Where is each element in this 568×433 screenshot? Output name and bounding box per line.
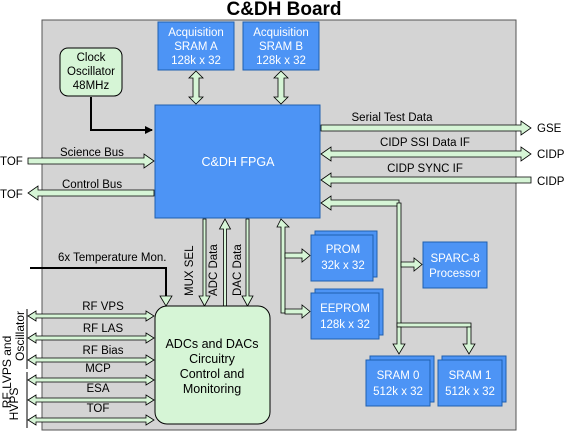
tof-signal-label: TOF — [87, 403, 110, 415]
mcp-signal: MCP — [27, 363, 155, 386]
adc-dac-line1: ADCs and DACs — [165, 337, 258, 351]
control-bus-arrow — [27, 185, 155, 201]
to-eeprom-arrow — [284, 304, 311, 319]
sram1-line2: 512k x 32 — [445, 386, 495, 398]
clock-line1: Clock — [77, 52, 106, 64]
acq-sram-b-line1: Acquisition — [253, 27, 309, 39]
acq-sram-a-line3: 128k x 32 — [171, 55, 221, 67]
esa-signal: ESA — [27, 383, 155, 406]
sram1-line1: SRAM 1 — [449, 370, 492, 382]
mcp-label: MCP — [85, 363, 111, 375]
rf-las-signal: RF LAS — [27, 323, 155, 344]
fpga-label: C&DH FPGA — [202, 155, 276, 169]
acq-sram-b-block: Acquisition SRAM B 128k x 32 — [242, 21, 320, 71]
fpga-block: C&DH FPGA — [154, 104, 321, 219]
acq-sram-b-line3: 128k x 32 — [256, 55, 306, 67]
cidp-ssi-external: CIDP — [537, 149, 565, 161]
adc-dac-line4: Monitoring — [183, 382, 241, 396]
oscillator-side-label: Oscillator — [13, 311, 27, 361]
acq-a-fpga-arrow — [188, 70, 204, 105]
gse-label: GSE — [537, 123, 562, 135]
serial-test-data-label: Serial Test Data — [352, 112, 434, 124]
dac-data-label: DAC Data — [232, 244, 244, 296]
clock-line2: Oscillator — [67, 66, 115, 78]
to-prom-arrow — [284, 248, 311, 263]
bus-to-sparc-arrow — [400, 257, 423, 272]
adc-dac-line3: Control and — [180, 367, 245, 381]
adc-dac-block: ADCs and DACs Circuitry Control and Moni… — [154, 305, 271, 425]
rf-lvps-label: RF LVPS and — [0, 336, 14, 408]
sram1-block: SRAM 1 512k x 32 — [437, 355, 507, 407]
eeprom-block: EEPROM 128k x 32 — [310, 288, 384, 340]
tof-signal: TOF — [27, 403, 155, 426]
clock-to-fpga-arrow — [90, 97, 153, 134]
cidp-ssi-arrow — [320, 146, 532, 162]
cidp-sync-external: CIDP — [537, 176, 565, 188]
sparc-line1: SPARC-8 — [431, 253, 480, 265]
cidp-sync-label: CIDP SYNC IF — [387, 163, 463, 175]
sparc-block: SPARC-8 Processor — [422, 241, 488, 289]
rf-vps-signal: RF VPS — [27, 301, 155, 322]
sram0-block: SRAM 0 512k x 32 — [365, 355, 435, 407]
adc-data-label: ADC Data — [208, 244, 220, 296]
clock-oscillator-block: Clock Oscillator 48MHz — [59, 47, 123, 97]
rf-vps-label: RF VPS — [82, 301, 124, 313]
temperature-label: 6x Temperature Mon. — [58, 252, 166, 264]
bus-to-sram0-arrow — [392, 326, 406, 355]
clock-line3: 48MHz — [73, 80, 110, 92]
bus-trunk-vertical — [396, 202, 402, 327]
acq-sram-a-block: Acquisition SRAM A 128k x 32 — [157, 21, 235, 71]
rf-las-label: RF LAS — [83, 323, 124, 335]
eeprom-line2: 128k x 32 — [320, 319, 370, 331]
fpga-to-mem-trunk — [276, 218, 290, 314]
acq-sram-a-line1: Acquisition — [168, 27, 224, 39]
board-title: C&DH Board — [226, 0, 341, 20]
sram0-line2: 512k x 32 — [373, 386, 423, 398]
hvps-label: HVPS — [7, 388, 21, 421]
bus-to-sram1-arrow — [462, 326, 476, 355]
cidp-sync-arrow — [320, 172, 532, 188]
tof-in-label: TOF — [0, 156, 23, 168]
rf-bias-label: RF Bias — [83, 345, 124, 357]
adc-dac-line2: Circuitry — [189, 352, 236, 366]
esa-label: ESA — [86, 383, 109, 395]
temperature-line — [30, 267, 167, 296]
tof-out-label: TOF — [0, 189, 23, 201]
acq-b-fpga-arrow — [273, 70, 289, 105]
eeprom-line1: EEPROM — [320, 303, 370, 315]
sparc-line2: Processor — [429, 268, 481, 280]
prom-line1: PROM — [326, 244, 361, 256]
serial-test-data-arrow — [320, 120, 532, 136]
mux-sel-arrow — [198, 218, 211, 307]
rf-bias-signal: RF Bias — [27, 345, 155, 366]
temperature-arrowhead — [159, 295, 173, 307]
mux-sel-label: MUX SEL — [184, 245, 196, 296]
bus-trunk-horizontal — [396, 322, 472, 328]
dac-data-arrow — [241, 218, 254, 307]
prom-block: PROM 32k x 32 — [310, 230, 378, 282]
control-bus-label: Control Bus — [62, 179, 122, 191]
acq-sram-b-line2: SRAM B — [259, 41, 303, 53]
science-bus-label: Science Bus — [60, 147, 124, 159]
cidp-ssi-label: CIDP SSI Data IF — [380, 137, 470, 149]
acq-sram-a-line2: SRAM A — [174, 41, 218, 53]
science-bus-arrow — [27, 153, 155, 169]
sram0-line1: SRAM 0 — [377, 370, 420, 382]
prom-line2: 32k x 32 — [321, 260, 364, 272]
